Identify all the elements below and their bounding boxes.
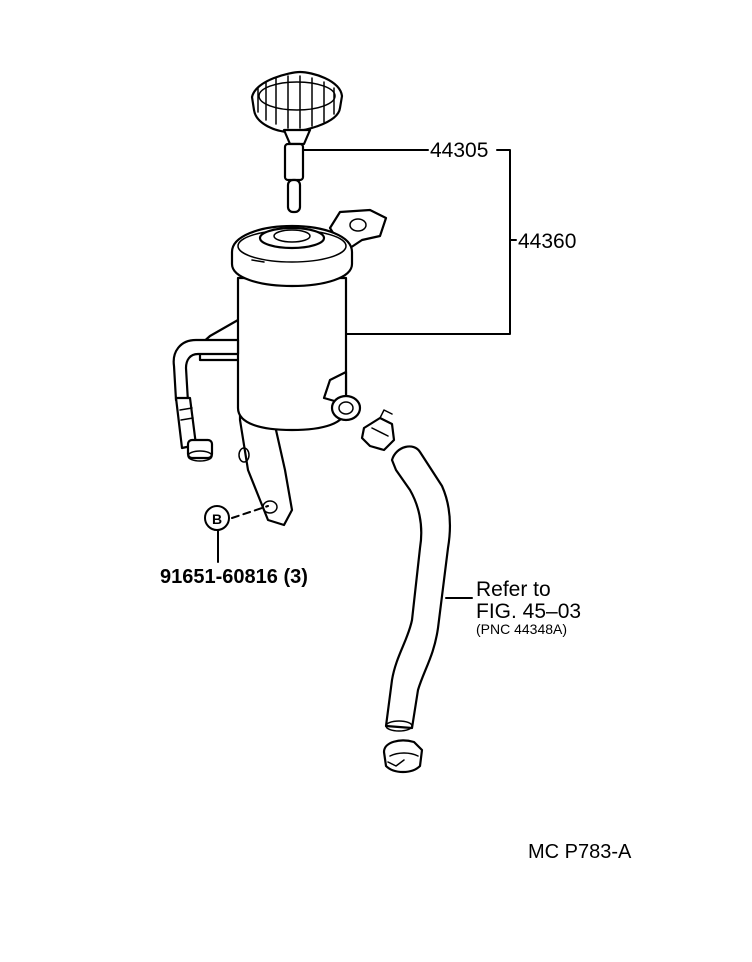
refer-figure-label: FIG. 45–03 <box>476 600 581 623</box>
refer-pnc-label: (PNC 44348A) <box>476 621 567 637</box>
reservoir-tank <box>230 224 362 432</box>
bolt-marker: B <box>204 505 230 531</box>
figure-code: MC P783-A <box>528 841 632 863</box>
return-pipe <box>172 338 240 462</box>
upper-hose-clamp <box>360 409 396 452</box>
refer-to-label: Refer to <box>476 578 551 601</box>
bolt-part-number: 91651-60816 (3) <box>160 566 308 588</box>
bolt-marker-letter: B <box>212 511 222 527</box>
reservoir-part-number: 44360 <box>518 230 576 253</box>
leader-lines <box>217 149 517 599</box>
cap-part-number: 44305 <box>430 139 488 162</box>
lower-hose-clamp <box>382 739 424 774</box>
dipstick <box>283 142 305 214</box>
return-hose <box>384 445 452 732</box>
reservoir-cap <box>250 70 344 146</box>
